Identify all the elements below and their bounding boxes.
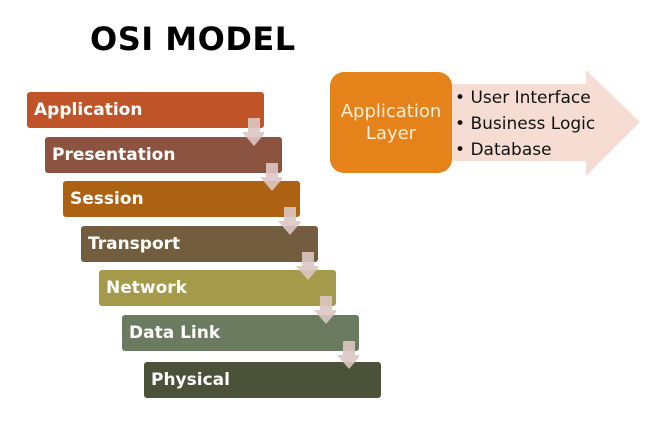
layer-session: Session xyxy=(63,181,300,217)
layer-physical: Physical xyxy=(144,362,381,398)
layer-label: Session xyxy=(70,189,144,209)
app-box-line1: Application xyxy=(340,100,442,122)
layer-label: Data Link xyxy=(129,323,221,343)
layer-label: Presentation xyxy=(52,145,176,165)
diagram-title: OSI MODEL xyxy=(90,20,296,58)
layer-network: Network xyxy=(99,270,336,306)
layer-transport: Transport xyxy=(81,226,318,262)
bullet-item: User Interface xyxy=(455,85,595,111)
application-layer-items: User Interface Business Logic Database xyxy=(455,85,595,163)
bullet-item: Database xyxy=(455,137,595,163)
app-box-line2: Layer xyxy=(365,122,417,144)
layer-presentation: Presentation xyxy=(45,137,282,173)
layer-application: Application xyxy=(27,92,264,128)
layer-label: Network xyxy=(106,278,187,298)
bullet-item: Business Logic xyxy=(455,111,595,137)
down-arrow-icon xyxy=(296,252,318,280)
layer-label: Application xyxy=(34,100,143,120)
layer-label: Physical xyxy=(151,370,230,390)
down-arrow-icon xyxy=(278,207,300,235)
layer-label: Transport xyxy=(88,234,181,254)
down-arrow-icon xyxy=(314,296,336,324)
application-layer-box: Application Layer xyxy=(330,72,452,173)
down-arrow-icon xyxy=(242,118,264,146)
down-arrow-icon xyxy=(260,163,282,191)
layer-data-link: Data Link xyxy=(122,315,359,351)
down-arrow-icon xyxy=(337,341,359,369)
